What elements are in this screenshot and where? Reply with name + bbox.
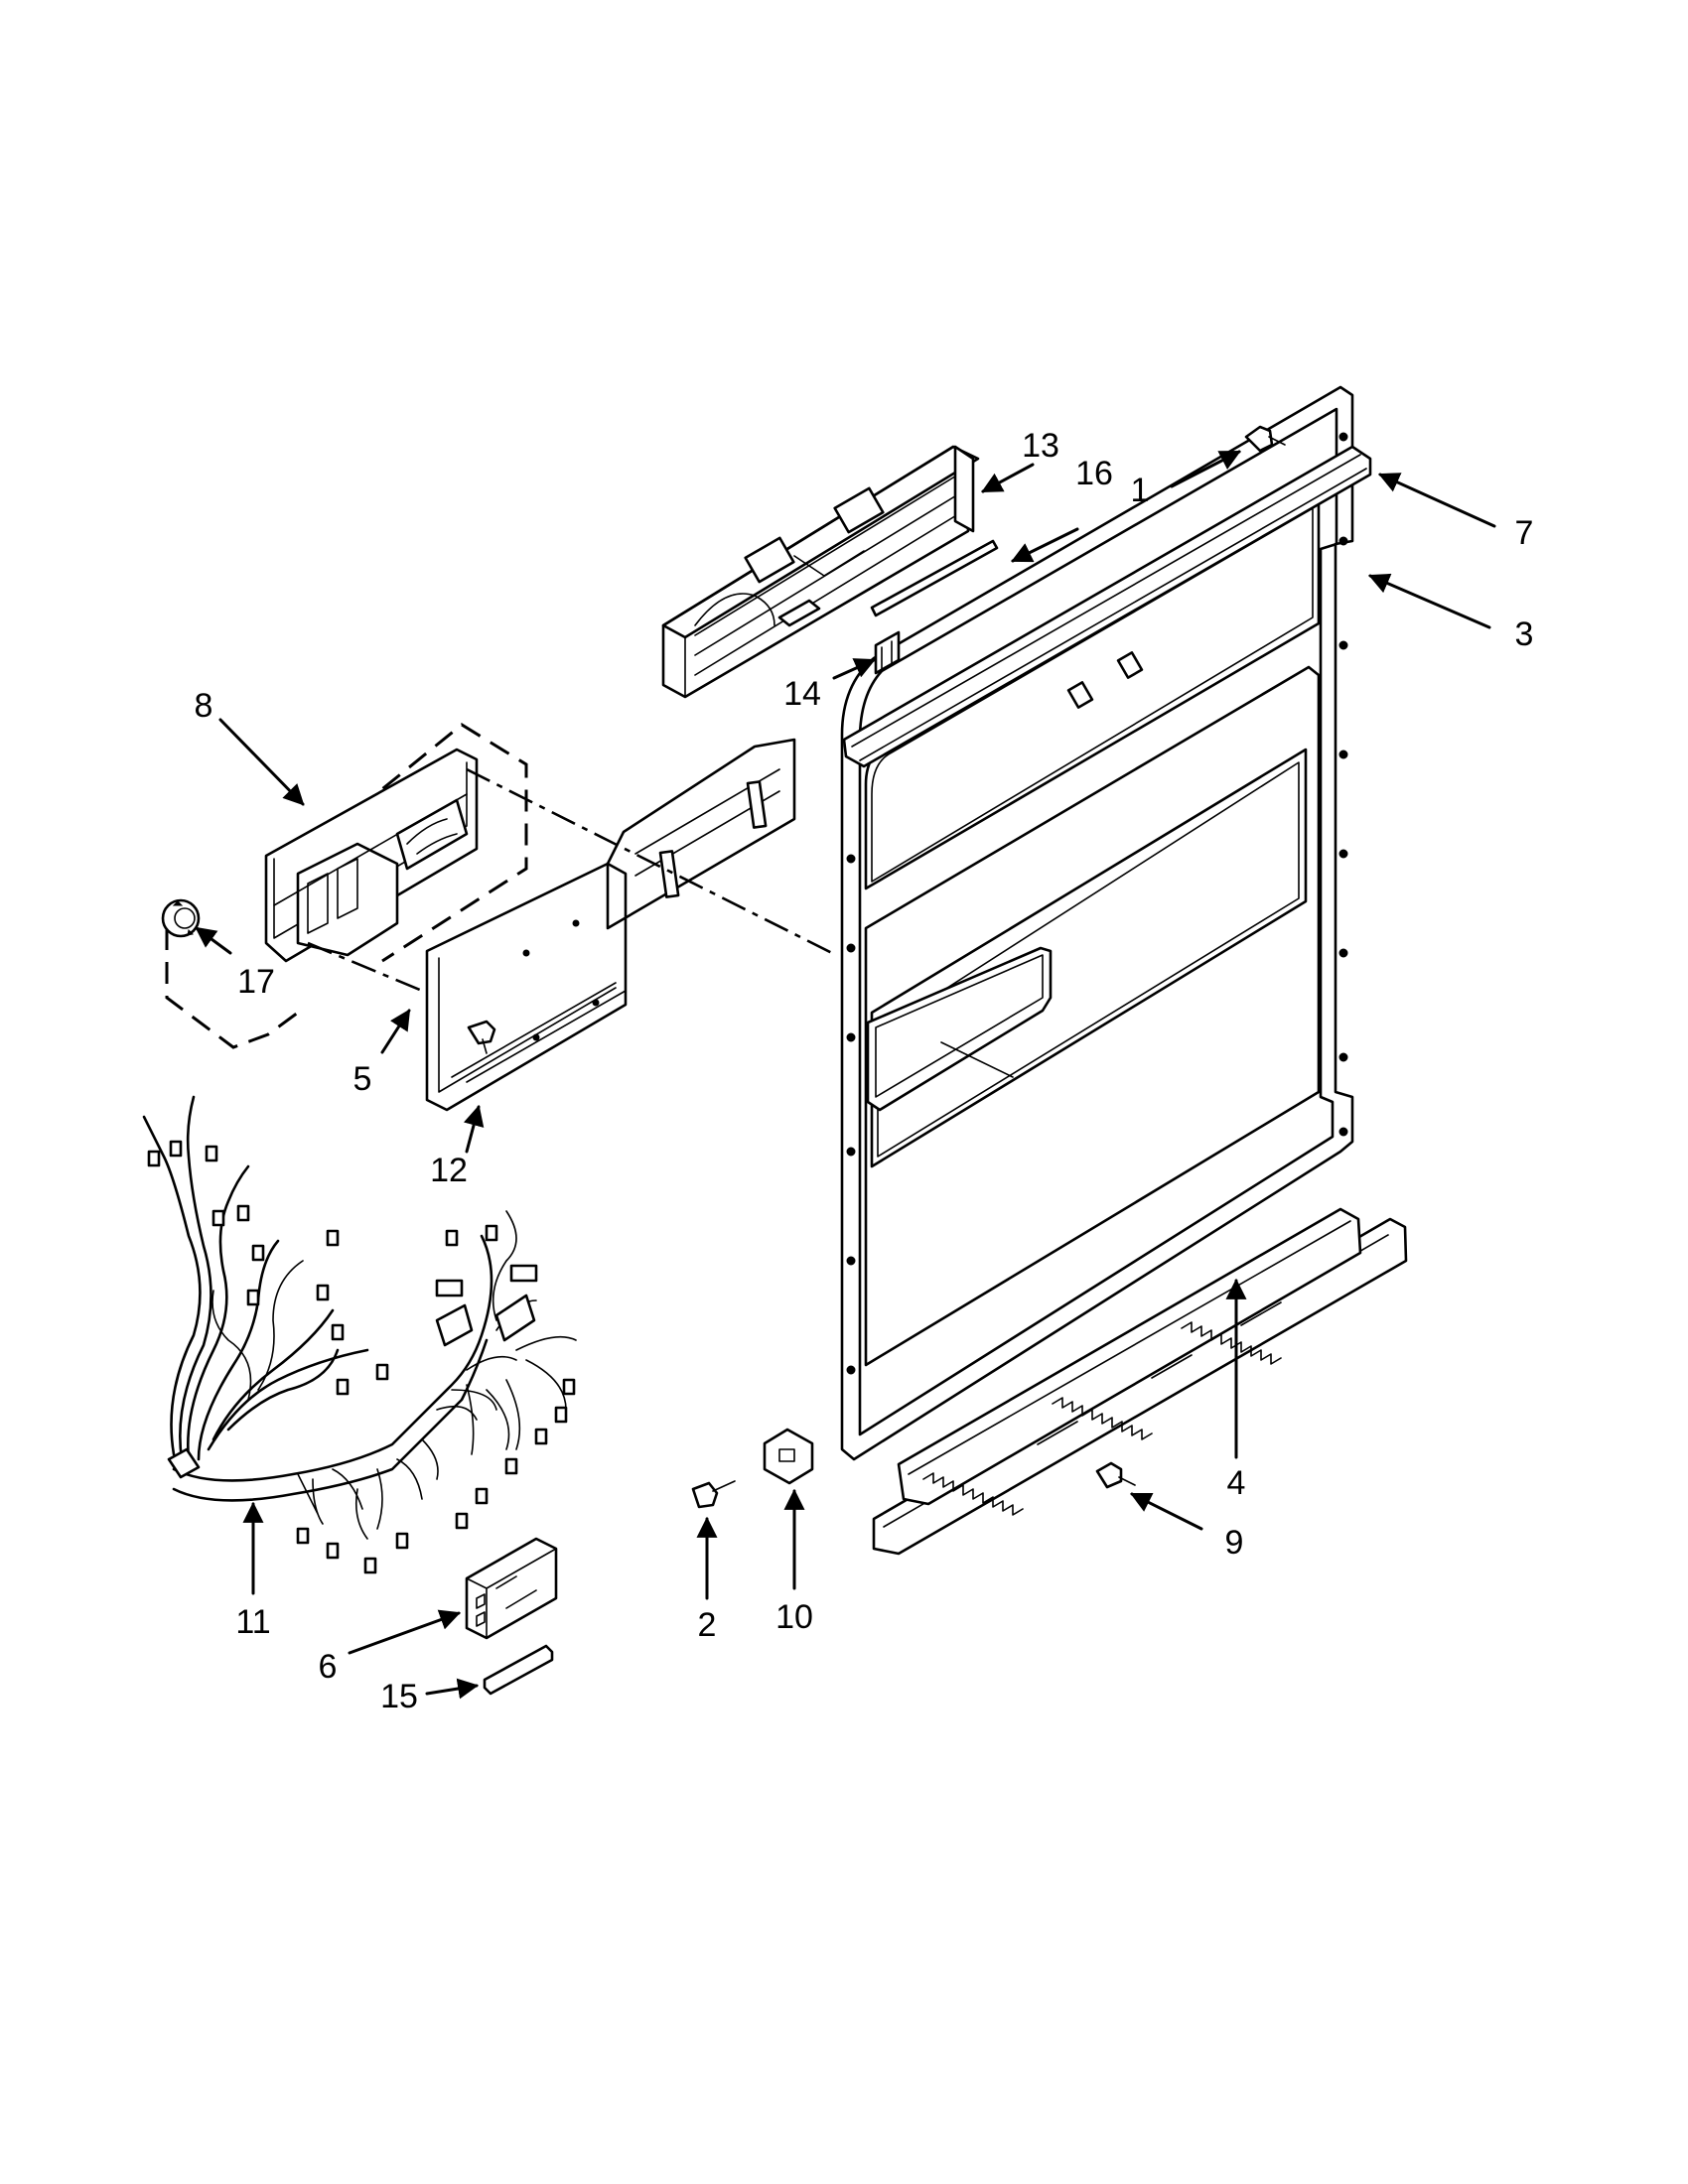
top-door-vent-strip: [842, 445, 1372, 768]
door-latch-clip: [763, 1428, 814, 1485]
control-mounting-plate: [425, 738, 796, 1112]
callout-10: 10: [775, 1598, 813, 1636]
terminal-strip: [483, 1644, 554, 1696]
control-knob: [161, 898, 201, 938]
trim-screw: [1095, 1461, 1136, 1489]
callout-6: 6: [319, 1648, 338, 1686]
callout-11: 11: [235, 1603, 270, 1641]
rod-clip: [874, 630, 901, 675]
latch-screw: [691, 1480, 736, 1509]
strip-screw: [1244, 425, 1286, 453]
callout-labels: 1 2 3 4 5 6 7 8 9 10 11 12 13 14 15 16 1…: [195, 427, 1534, 1715]
callout-2: 2: [698, 1606, 717, 1644]
control-panel-assembly: [165, 723, 528, 1049]
diverter-switch-block: [465, 1537, 558, 1640]
inner-door-panel: [840, 385, 1354, 1461]
callout-13: 13: [1022, 427, 1059, 465]
wire-harness: [142, 1095, 577, 1574]
callout-16: 16: [1075, 455, 1113, 492]
callout-15: 15: [380, 1678, 418, 1715]
callout-9: 9: [1225, 1524, 1244, 1562]
callout-17: 17: [237, 963, 275, 1001]
console-bracket: [661, 445, 980, 699]
callout-12: 12: [430, 1152, 468, 1189]
actuator-rod: [870, 539, 999, 617]
leader-arrows: [195, 450, 1496, 1700]
callout-4: 4: [1227, 1464, 1246, 1502]
callout-8: 8: [195, 687, 213, 725]
callout-1: 1: [1131, 472, 1150, 509]
callout-3: 3: [1515, 615, 1534, 653]
callout-14: 14: [783, 675, 821, 713]
callout-5: 5: [353, 1060, 372, 1098]
mounting-screw: [467, 1020, 496, 1054]
callout-7: 7: [1515, 514, 1534, 552]
